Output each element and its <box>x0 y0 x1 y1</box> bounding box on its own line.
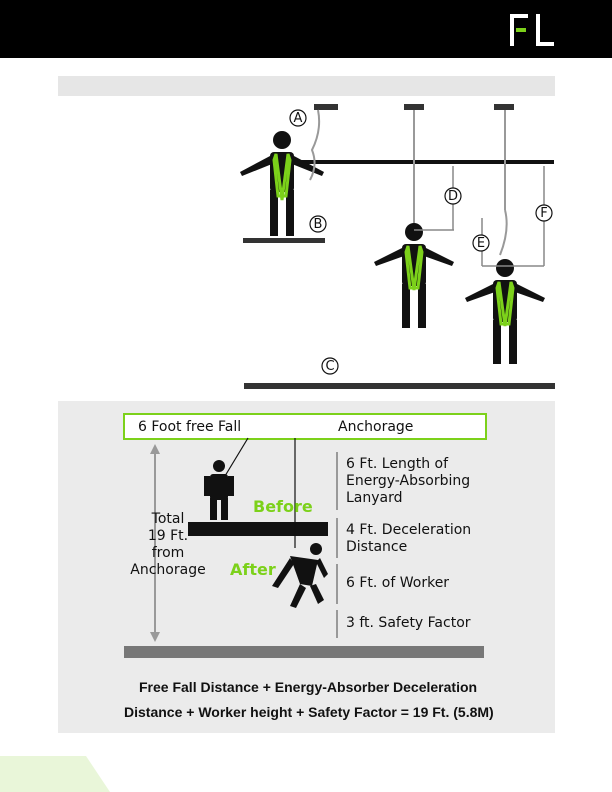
anchorage-label: Anchorage <box>338 419 413 436</box>
formula-line-1: Free Fall Distance + Energy-Absorber Dec… <box>139 679 477 695</box>
free-fall-label: 6 Foot free Fall <box>138 419 241 436</box>
worker-after <box>272 543 328 608</box>
fall-calc-illustration <box>0 400 612 660</box>
marker-a: A <box>294 111 303 126</box>
marker-c: C <box>325 359 334 374</box>
worker-height-label: 6 Ft. of Worker <box>346 575 449 592</box>
section-divider <box>58 76 555 96</box>
before-label: Before <box>253 498 313 515</box>
worker-decelerated <box>465 259 545 364</box>
fl-logo <box>510 14 556 46</box>
deceleration-label: 4 Ft. Deceleration Distance <box>346 522 471 556</box>
header-bar <box>0 0 612 58</box>
marker-e: E <box>477 236 485 251</box>
fall-clearance-illustration: A B C D E F <box>0 96 612 396</box>
total-label: Total 19 Ft. from Anchorage <box>127 511 209 579</box>
formula-line-2: Distance + Worker height + Safety Factor… <box>124 704 494 720</box>
marker-b: B <box>314 217 323 232</box>
lanyard-label: 6 Ft. Length of Energy-Absorbing Lanyard <box>346 456 470 507</box>
after-label: After <box>230 561 276 578</box>
safety-factor-label: 3 ft. Safety Factor <box>346 615 471 632</box>
marker-d: D <box>448 189 458 204</box>
page-corner-tab <box>0 756 110 792</box>
marker-f: F <box>540 206 547 221</box>
worker-hanging <box>374 223 454 328</box>
